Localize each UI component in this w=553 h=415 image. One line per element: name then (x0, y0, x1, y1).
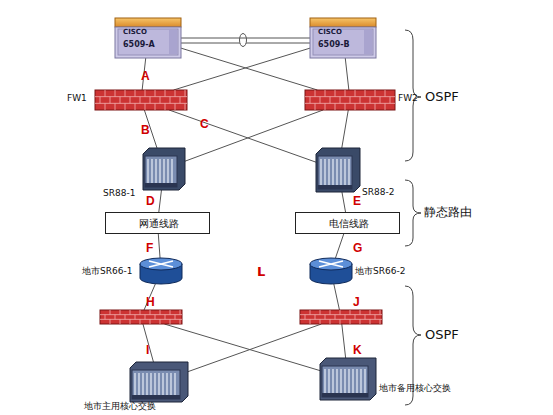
link-letter: C (200, 118, 209, 130)
router-icon (310, 258, 352, 284)
network-link (169, 110, 316, 162)
link-letter: B (141, 124, 150, 136)
node-text: FW2 (398, 94, 418, 104)
fw-icon (100, 310, 182, 324)
chassis2-node: 地市主用核心交换 (130, 362, 188, 402)
chassis-node: SR88-2 (316, 148, 360, 192)
icon-shape (115, 18, 181, 58)
node-text: 6509-B (318, 41, 350, 50)
router-node: 地市SR66-1 (140, 258, 182, 284)
node-text: 电信线路 (296, 218, 401, 229)
section-label: OSPF (425, 90, 459, 103)
link-letter: D (146, 195, 155, 207)
chassis-icon (316, 148, 360, 192)
network-link (174, 48, 310, 90)
network-link (335, 234, 343, 258)
network-link (144, 284, 155, 310)
chassis-node: SR88-1 (143, 148, 185, 190)
node-text: 6509-A (123, 41, 155, 50)
network-link (342, 192, 346, 212)
link-letter: I (146, 344, 149, 356)
network-link (185, 110, 323, 161)
chassis2-node: 地市备用核心交换 (320, 358, 376, 400)
fw-icon (305, 90, 395, 110)
icon-shape (320, 358, 376, 400)
icon-shape (305, 90, 395, 110)
fw-node (300, 310, 382, 324)
fw-node: FW1 (95, 90, 187, 110)
box-node: 网通线路 (105, 212, 210, 234)
network-link (181, 38, 310, 39)
fw-node (100, 310, 182, 324)
node-text: 网通线路 (106, 218, 211, 229)
cisco-icon (115, 18, 181, 58)
network-link (342, 324, 346, 358)
link-letter: H (146, 296, 155, 308)
cisco-node: CISCO 6509-A (115, 18, 181, 58)
link-letter: F (146, 242, 153, 254)
link-letter: A (141, 70, 150, 82)
icon-shape (100, 310, 182, 324)
node-text: CISCO (318, 29, 342, 37)
node-text: 地市备用核心交换 (379, 384, 451, 394)
section-label: 静态路由 (424, 206, 472, 218)
link-letter: J (353, 296, 360, 308)
node-text: 地市主用核心交换 (84, 402, 156, 412)
node-text: 地市SR66-1 (82, 267, 132, 277)
network-link (345, 58, 349, 90)
section-label: OSPF (425, 328, 459, 341)
link-letter: K (353, 344, 362, 356)
icon-shape (130, 362, 188, 402)
node-text: SR88-2 (362, 188, 394, 198)
icon-shape (316, 148, 360, 192)
network-link (181, 48, 317, 90)
router-icon (140, 258, 182, 284)
node-text: CISCO (123, 29, 147, 37)
chassis2-icon (130, 362, 188, 402)
bracket (405, 180, 421, 246)
network-link (143, 324, 154, 362)
fw-icon (95, 90, 187, 110)
fw-icon (300, 310, 382, 324)
link-letter: E (353, 195, 361, 207)
network-link (188, 324, 321, 372)
network-link (334, 284, 340, 310)
chassis-icon (143, 148, 185, 190)
icon-shape (95, 90, 187, 110)
icon-shape (300, 310, 382, 324)
node-text: FW1 (67, 94, 87, 104)
network-link (158, 234, 160, 258)
node-text: 地市SR66-2 (355, 267, 405, 277)
link-letter: G (353, 242, 362, 254)
icon-shape (310, 18, 376, 58)
cisco-icon (310, 18, 376, 58)
router-node: 地市SR66-2 (310, 258, 352, 284)
icon-shape (140, 258, 182, 284)
link-bundle-symbol (240, 34, 247, 47)
network-link (159, 190, 162, 212)
cisco-node: CISCO 6509-B (310, 18, 376, 58)
box-node: 电信线路 (295, 212, 400, 234)
icon-shape (143, 148, 185, 190)
fw-node: FW2 (305, 90, 395, 110)
network-link (342, 110, 349, 148)
node-text: SR88-1 (103, 189, 135, 199)
link-letter: L (257, 265, 265, 278)
icon-shape (310, 258, 352, 284)
chassis2-icon (320, 358, 376, 400)
